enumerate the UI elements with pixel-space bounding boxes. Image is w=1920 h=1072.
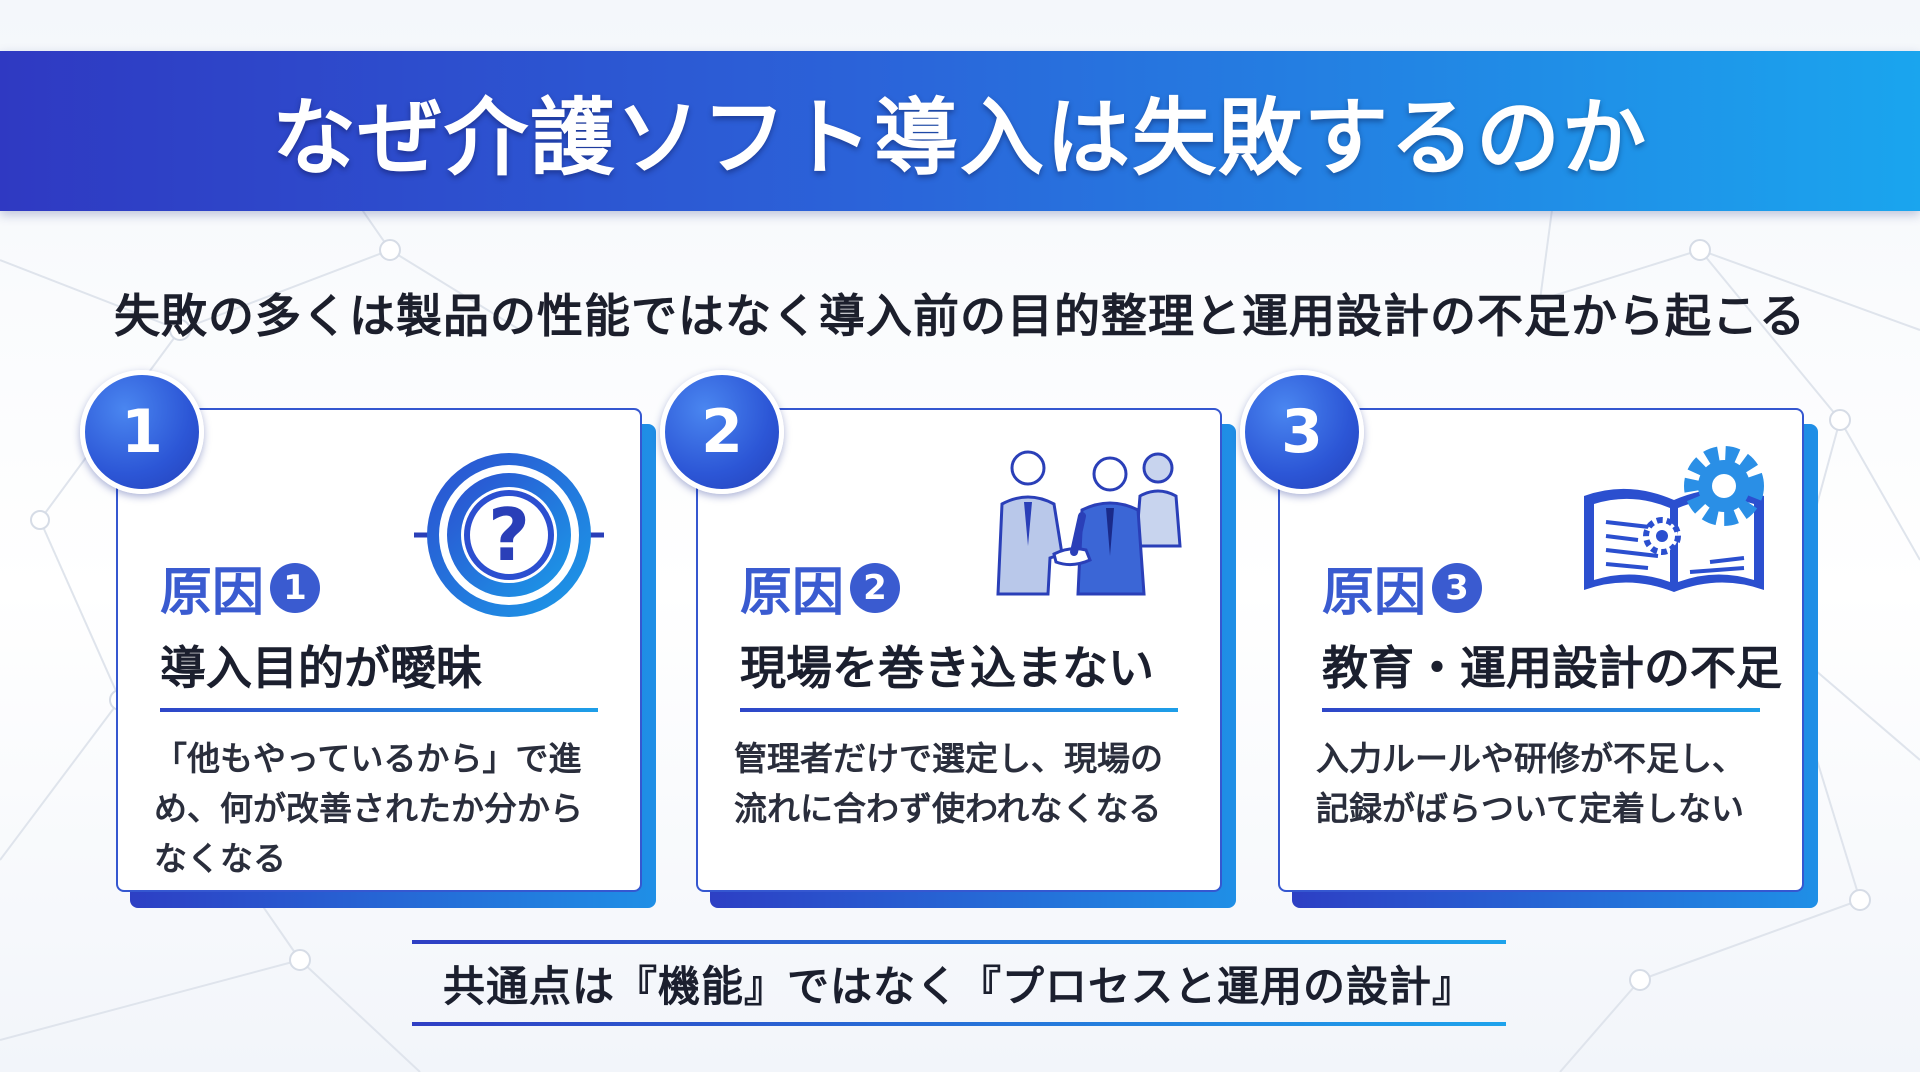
cause-label: 原因 2 (740, 550, 901, 625)
page-title: なぜ介護ソフト導入は失敗するのか (271, 88, 1648, 187)
cause-label-text: 原因 (740, 563, 845, 623)
cause-number-badge: 1 (270, 562, 321, 613)
card-body: 管理者だけで選定し、現場の流れに合わず使われなくなる (734, 739, 1163, 828)
svg-text:?: ? (488, 493, 530, 577)
handshake-people-icon (996, 450, 1182, 596)
card-body: 「他もやっているから」で進め、何が改善されたか分からなくなる (154, 739, 583, 878)
card-panel: 原因 2 現場を巻き込まない 管理者だけで選定し、現場の流れに合わず使われなくな… (696, 408, 1222, 892)
card-divider (160, 708, 598, 712)
footer-rule-bottom (412, 1022, 1506, 1026)
number-badge-2: 2 (660, 370, 784, 494)
cause-card-1: 原因 1 導入目的が曖昧 「他もやっているから」で進め、何が改善されたか分からな… (116, 408, 656, 908)
cause-number-badge: 2 (850, 562, 901, 613)
cause-number-badge: 3 (1432, 562, 1483, 613)
card-panel: 原因 1 導入目的が曖昧 「他もやっているから」で進め、何が改善されたか分からな… (116, 408, 642, 892)
cause-label: 原因 3 (1322, 550, 1483, 625)
card-title: 導入目的が曖昧 (160, 641, 482, 695)
book-gear-icon (1584, 446, 1764, 592)
footer-rule-top (412, 940, 1506, 944)
cause-card-2: 原因 2 現場を巻き込まない 管理者だけで選定し、現場の流れに合わず使われなくな… (696, 408, 1236, 908)
cause-label-text: 原因 (160, 563, 265, 623)
number-badge-3: 3 (1240, 370, 1364, 494)
page-subtitle: 失敗の多くは製品の性能ではなく導入前の目的整理と運用設計の不足から起こる (114, 289, 1806, 343)
footer-text: 共通点は『機能』ではなく『プロセスと運用の設計』 (442, 961, 1475, 1011)
number-badge-1: 1 (80, 370, 204, 494)
card-divider (1322, 708, 1760, 712)
footer-summary: 共通点は『機能』ではなく『プロセスと運用の設計』 (412, 940, 1506, 1026)
cause-card-3: 原因 3 教育・運用設計の不足 入力ルールや研修が不足し、記録がばらついて定着し… (1278, 408, 1818, 908)
cause-label: 原因 1 (160, 550, 321, 625)
cause-label-text: 原因 (1322, 563, 1427, 623)
card-title: 現場を巻き込まない (740, 641, 1154, 695)
card-divider (740, 708, 1178, 712)
card-title: 教育・運用設計の不足 (1322, 641, 1782, 695)
card-panel: 原因 3 教育・運用設計の不足 入力ルールや研修が不足し、記録がばらついて定着し… (1278, 408, 1804, 892)
target-question-icon: ? (414, 453, 604, 617)
title-banner: なぜ介護ソフト導入は失敗するのか (0, 51, 1920, 211)
card-body: 入力ルールや研修が不足し、記録がばらついて定着しない (1316, 739, 1745, 828)
